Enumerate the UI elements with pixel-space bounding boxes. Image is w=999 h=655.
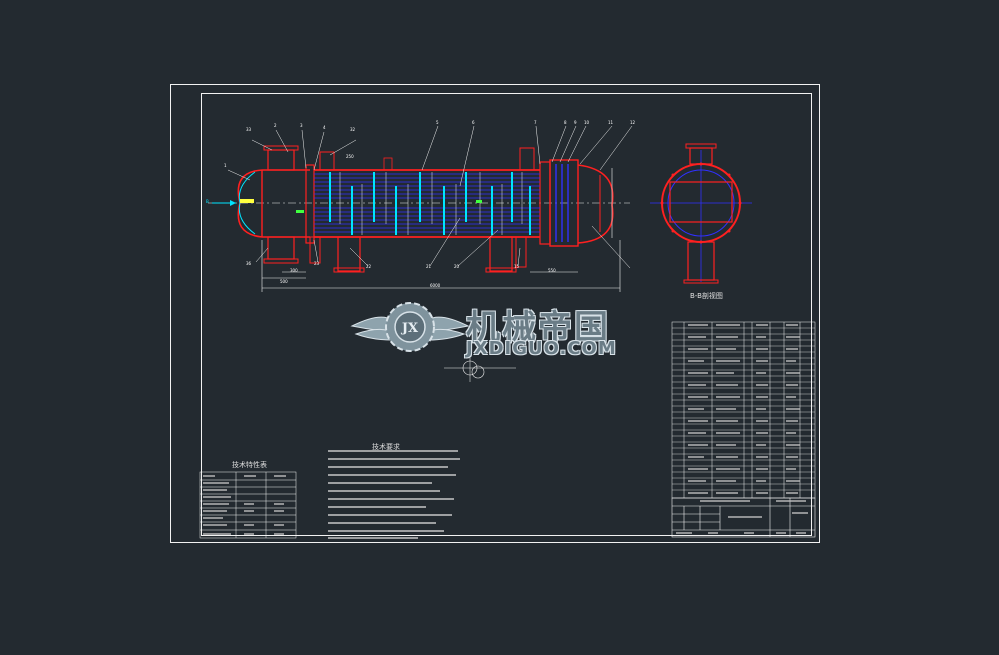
drawing-frame	[201, 93, 812, 536]
leader-number: 32	[350, 127, 356, 132]
logo-emblem-letters: JX	[401, 321, 419, 336]
section-view-b-b	[650, 143, 752, 284]
leader-number: 10	[584, 120, 590, 125]
leader-number: 20	[454, 264, 460, 269]
parts-list-rows	[672, 327, 815, 491]
dimension-small-2: 250	[346, 154, 354, 159]
dimension-total-length: 6000	[430, 283, 441, 288]
technical-notes-title: 技术要求	[372, 443, 400, 451]
leader-number: 2	[274, 123, 277, 128]
leader-number: 21	[426, 264, 432, 269]
leader-number: 5	[436, 120, 439, 125]
leader-number: 33	[246, 127, 252, 132]
leader-number: 12	[630, 120, 636, 125]
characteristics-table-text-marks	[203, 475, 286, 535]
leader-number: 23	[314, 261, 320, 266]
leader-number: 6	[472, 120, 475, 125]
title-block-text-marks	[676, 500, 808, 534]
leader-number: 4	[323, 125, 326, 130]
dimension-left: 500	[280, 279, 288, 284]
title-block	[671, 497, 816, 538]
heat-exchanger-elevation	[208, 125, 633, 292]
logo-emblem: JX	[350, 302, 470, 352]
logo-title-cn: 机械帝国	[466, 308, 610, 348]
leader-number: 11	[608, 120, 614, 125]
parts-list-text-marks	[688, 324, 800, 494]
section-view-label: B-B剖视图	[690, 292, 723, 300]
characteristics-table	[199, 471, 297, 539]
view-marker-b: B	[206, 199, 209, 204]
leader-number: 7	[534, 120, 537, 125]
detail-view	[444, 358, 516, 382]
technical-notes-text-marks	[328, 450, 460, 539]
leader-number: 15	[514, 264, 520, 269]
leader-number: 3	[300, 123, 303, 128]
dimension-small-1: 300	[290, 268, 298, 273]
drawing-sheet-border	[170, 84, 820, 543]
dimension-right: 550	[548, 268, 556, 273]
leader-number: 36	[246, 261, 252, 266]
characteristics-table-title: 技术特性表	[232, 461, 267, 469]
leader-number: 1	[224, 163, 227, 168]
leader-number: 9	[574, 120, 577, 125]
leader-number: 22	[366, 264, 372, 269]
leader-number: 8	[564, 120, 567, 125]
logo-title-en: JXDIGUO.COM	[466, 338, 617, 359]
